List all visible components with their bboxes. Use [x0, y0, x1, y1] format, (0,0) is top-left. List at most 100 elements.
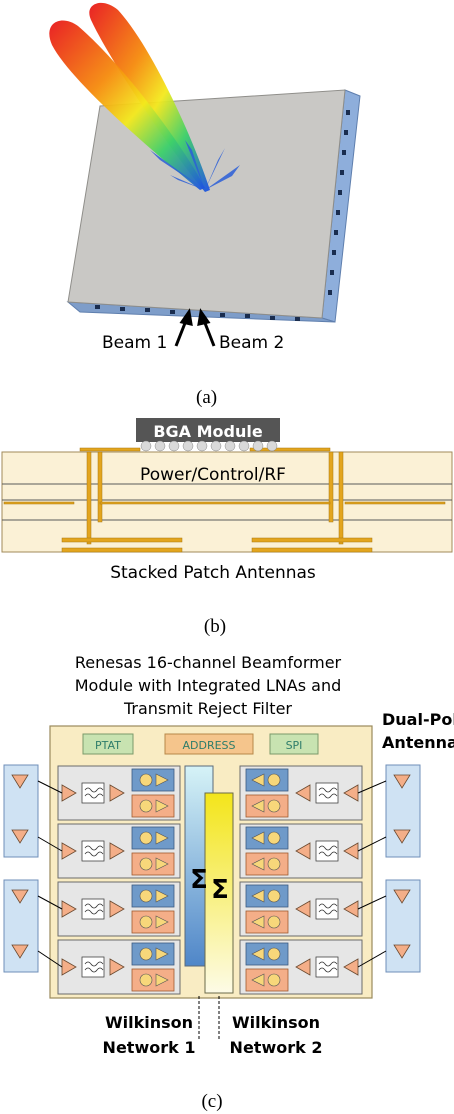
- phase-shifter-icon: [139, 831, 153, 845]
- antenna-plate: [67, 89, 346, 319]
- vga-icon: [155, 915, 169, 929]
- vga-icon: [155, 973, 169, 987]
- antenna-feed-line: [357, 836, 387, 852]
- phase-shifter-icon: [267, 947, 281, 961]
- wilkinson-2-line-2: Network 2: [230, 1038, 323, 1057]
- caption-c: (c): [201, 1091, 222, 1112]
- tx-chain-block: [131, 768, 175, 792]
- phase-shifter-icon: [139, 889, 153, 903]
- filter-icon: [315, 840, 339, 862]
- filter-wave-icon: [84, 845, 104, 857]
- vga-icon: [251, 773, 265, 787]
- caption-b: (b): [204, 616, 226, 637]
- vga-icon: [155, 831, 169, 845]
- tx-chain-block: [131, 942, 175, 966]
- sidelobes: [150, 140, 240, 190]
- spi-label: SPI: [286, 739, 303, 752]
- wilkinson-1-line-2: Network 1: [103, 1038, 196, 1057]
- antenna-feed-line: [37, 780, 63, 794]
- rx-chain-block: [245, 910, 289, 934]
- vga-icon: [251, 799, 265, 813]
- tx-chain-block: [131, 826, 175, 850]
- filter-wave-icon: [318, 787, 338, 799]
- amplifier-icon: [109, 900, 125, 918]
- bga-balls: [140, 440, 278, 452]
- panel-b: BGA Module Power/Control/RF Stacked Patc…: [1, 418, 453, 637]
- sigma-2: Σ: [211, 875, 229, 905]
- antenna-feed-line: [357, 780, 387, 794]
- vga-icon: [155, 773, 169, 787]
- phase-shifter-icon: [139, 857, 153, 871]
- right-antennas: [385, 764, 421, 973]
- dualpol-label-2: Antenna: [382, 733, 454, 752]
- filter-wave-icon: [318, 845, 338, 857]
- amplifier-icon: [109, 784, 125, 802]
- filter-icon: [81, 782, 105, 804]
- bga-module-label: BGA Module: [153, 422, 263, 441]
- vga-icon: [251, 831, 265, 845]
- rx-chain-block: [131, 794, 175, 818]
- wilkinson-2-line-1: Wilkinson: [232, 1013, 320, 1032]
- phase-shifter-icon: [267, 831, 281, 845]
- vga-icon: [155, 947, 169, 961]
- antenna-feed-line: [357, 950, 387, 968]
- phase-shifter-icon: [139, 799, 153, 813]
- panel-c: Renesas 16-channel Beamformer Module wit…: [3, 653, 454, 1112]
- wilkinson-1-line-1: Wilkinson: [105, 1013, 193, 1032]
- title-line-3: Transmit Reject Filter: [123, 699, 292, 718]
- rx-chain-block: [131, 968, 175, 992]
- vga-icon: [155, 857, 169, 871]
- layers-label: Power/Control/RF: [140, 465, 286, 485]
- rx-chain-block: [131, 852, 175, 876]
- filter-wave-icon: [84, 961, 104, 973]
- rx-chain-block: [245, 968, 289, 992]
- phase-shifter-icon: [267, 799, 281, 813]
- sigma-1: Σ: [190, 865, 208, 895]
- address-block: [164, 733, 254, 755]
- filter-wave-icon: [84, 903, 104, 915]
- tx-chain-block: [245, 826, 289, 850]
- antennas-label: Stacked Patch Antennas: [110, 563, 316, 583]
- wilkinson-network-2-bar: [204, 792, 234, 994]
- beam-1-label: Beam 1: [102, 333, 167, 353]
- filter-wave-icon: [84, 787, 104, 799]
- phase-shifter-icon: [139, 973, 153, 987]
- address-label: ADDRESS: [182, 739, 235, 752]
- amplifier-icon: [109, 958, 125, 976]
- phase-shifter-icon: [267, 889, 281, 903]
- phase-shifter-icon: [267, 915, 281, 929]
- panel-a: Beam 1 Beam 2 (a): [49, 2, 361, 408]
- amplifier-icon: [109, 842, 125, 860]
- filter-icon: [315, 898, 339, 920]
- filter-wave-icon: [318, 961, 338, 973]
- rx-chain-block: [245, 794, 289, 818]
- antenna-feed-line: [37, 836, 63, 852]
- bga-module: [136, 418, 280, 442]
- vga-icon: [251, 973, 265, 987]
- ptat-label: PTAT: [95, 739, 121, 752]
- filter-icon: [81, 840, 105, 862]
- filter-icon: [315, 956, 339, 978]
- amplifier-icon: [295, 958, 311, 976]
- vga-icon: [251, 889, 265, 903]
- vga-icon: [251, 947, 265, 961]
- beam-1-lobe: [49, 20, 205, 190]
- title-line-2: Module with Integrated LNAs and: [75, 676, 342, 695]
- vga-icon: [155, 799, 169, 813]
- filter-icon: [81, 956, 105, 978]
- antenna-feed-line: [357, 895, 387, 910]
- channel-rows: [37, 765, 387, 995]
- tx-chain-block: [245, 884, 289, 908]
- tx-chain-block: [245, 768, 289, 792]
- phase-shifter-icon: [267, 973, 281, 987]
- tx-chain-block: [131, 884, 175, 908]
- caption-a: (a): [196, 387, 217, 408]
- vias: [3, 447, 446, 545]
- phase-shifter-icon: [139, 915, 153, 929]
- antenna-feed-line: [37, 950, 63, 968]
- phase-shifter-icon: [267, 773, 281, 787]
- vga-icon: [251, 857, 265, 871]
- tx-chain-block: [245, 942, 289, 966]
- filter-wave-icon: [318, 903, 338, 915]
